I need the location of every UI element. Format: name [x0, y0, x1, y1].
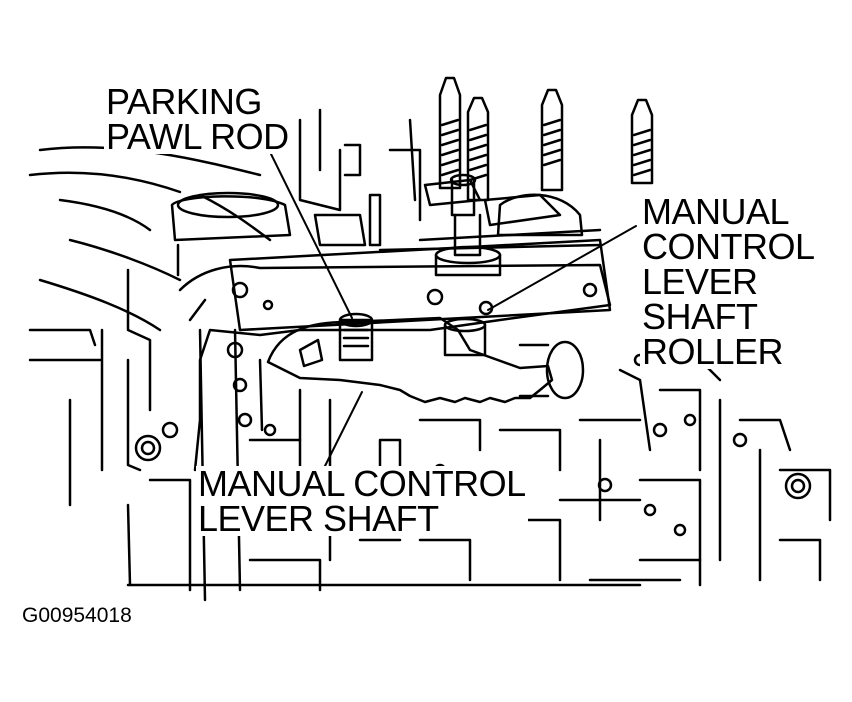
callout-line: PARKING [104, 84, 291, 120]
callout-line: PAWL ROD [104, 116, 291, 157]
lever-roller-part [478, 300, 585, 400]
callout-line: CONTROL [640, 226, 817, 267]
callout-line: LEVER [640, 264, 817, 300]
callout-line: MANUAL [640, 194, 817, 230]
bolt-studs [434, 76, 654, 277]
callout-line: MANUAL CONTROL [196, 463, 528, 504]
callout-parking-pawl-rod: PARKING PAWL ROD [104, 84, 291, 157]
callout-line: ROLLER [640, 334, 817, 370]
callout-manual-control-lever-shaft-roller: MANUAL CONTROL LEVER SHAFT ROLLER [640, 194, 817, 370]
callout-line: LEVER SHAFT [196, 501, 528, 537]
lever-plate [178, 263, 612, 472]
upper-casting [170, 108, 612, 332]
callout-line: SHAFT [640, 299, 817, 335]
figure-id: G00954018 [22, 604, 132, 627]
callout-manual-control-lever-shaft: MANUAL CONTROL LEVER SHAFT [196, 463, 528, 537]
side-bolts [134, 434, 812, 500]
manual-control-lever [266, 312, 554, 404]
leader-lines [269, 151, 637, 471]
